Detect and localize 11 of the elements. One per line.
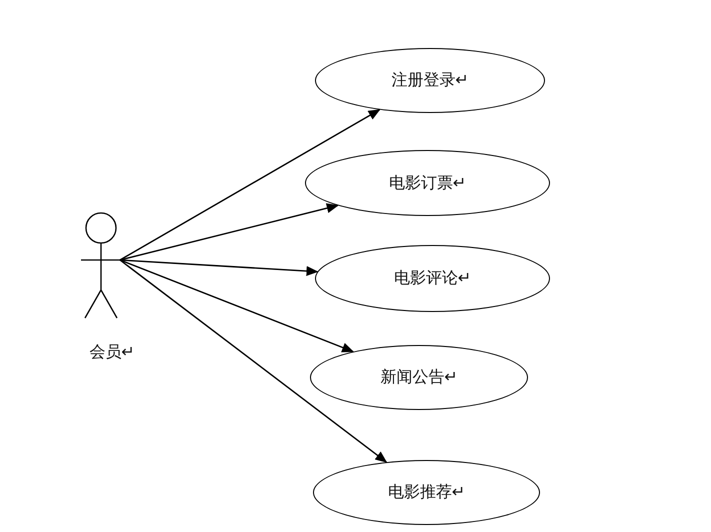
arrow	[120, 109, 380, 261]
arrow	[120, 259, 354, 352]
use-case-label: 注册登录↵	[391, 70, 469, 91]
actor-label: 会员↵	[89, 342, 135, 363]
use-case-label: 电影推荐↵	[388, 482, 466, 503]
arrow	[120, 203, 339, 261]
arrow	[120, 259, 318, 276]
use-case-label: 电影订票↵	[388, 172, 466, 194]
use-case-label: 电影评论↵	[394, 268, 472, 289]
use-case-label: 新闻公告↵	[380, 367, 458, 388]
arrow	[120, 259, 388, 463]
